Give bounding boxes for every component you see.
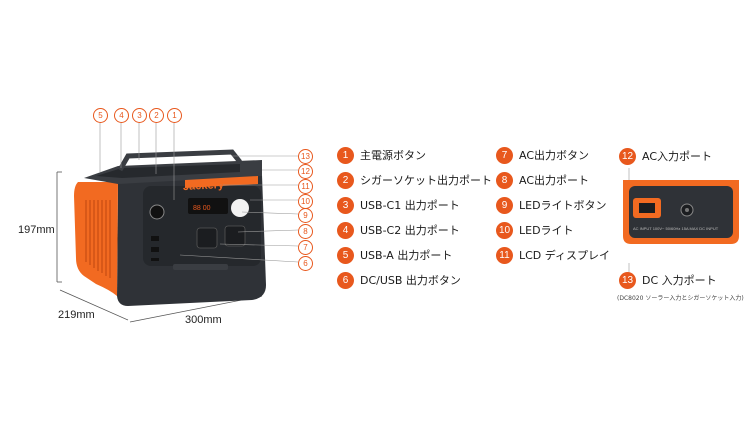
feature-5: 5 USB-A 出力ポート (337, 246, 452, 264)
feature-label: DC/USB 出力ボタン (360, 274, 461, 287)
callout-12: 12 (298, 164, 313, 179)
height-dimension: 197mm (18, 224, 55, 236)
feature-4: 4 USB-C2 出力ポート (337, 221, 460, 239)
brand-logo: Jackery (182, 178, 225, 194)
callout-5: 5 (93, 108, 108, 123)
callout-10: 10 (298, 194, 313, 209)
feature-number: 4 (337, 221, 354, 239)
svg-text:AC INPUT 100V~ 50/60Hz 15A MAX: AC INPUT 100V~ 50/60Hz 15A MAX DC INPUT (633, 226, 719, 231)
feature-label: USB-C1 出力ポート (360, 199, 460, 212)
feature-9: 9 LEDライトボタン (496, 196, 607, 214)
feature-number: 7 (496, 146, 513, 164)
width-dimension: 300mm (185, 314, 222, 326)
feature-number: 8 (496, 171, 513, 189)
callout-9: 9 (298, 208, 313, 223)
feature-number: 9 (496, 196, 513, 214)
feature-label: LEDライトボタン (519, 199, 607, 212)
feature-7: 7 AC出力ボタン (496, 146, 589, 164)
feature-number: 10 (496, 221, 513, 239)
feature-number: 6 (337, 271, 354, 289)
feature-label: 主電源ボタン (360, 149, 426, 162)
feature-label: USB-A 出力ポート (360, 249, 453, 262)
feature-label: DC 入力ポート (642, 274, 717, 287)
feature-10: 10 LEDライト (496, 221, 574, 239)
depth-dimension: 219mm (58, 309, 95, 321)
feature-1: 1 主電源ボタン (337, 146, 426, 164)
callout-2: 2 (149, 108, 164, 123)
feature-11: 11 LCD ディスプレイ (496, 246, 610, 264)
feature-6: 6 DC/USB 出力ボタン (337, 271, 461, 289)
feature-number: 13 (619, 271, 636, 289)
feature-8: 8 AC出力ポート (496, 171, 589, 189)
feature-label: USB-C2 出力ポート (360, 224, 460, 237)
feature-3: 3 USB-C1 出力ポート (337, 196, 460, 214)
feature-2: 2 シガーソケット出力ポート (337, 171, 492, 189)
callout-11: 11 (298, 179, 313, 194)
feature-label: LCD ディスプレイ (519, 249, 611, 262)
feature-number: 12 (619, 147, 636, 165)
feature-number: 11 (496, 246, 513, 264)
callout-3: 3 (132, 108, 147, 123)
feature-label: シガーソケット出力ポート (360, 174, 492, 187)
callout-4: 4 (114, 108, 129, 123)
feature-number: 5 (337, 246, 354, 264)
power-station-body: 88 00 (74, 149, 266, 306)
callout-7: 7 (298, 240, 313, 255)
feature-label: AC入力ポート (642, 150, 713, 163)
callout-8: 8 (298, 224, 313, 239)
dc-input-note: (DC8020 ソーラー入力とシガーソケット入力) (617, 295, 744, 302)
feature-number: 2 (337, 171, 354, 189)
svg-text:88 00: 88 00 (193, 205, 211, 212)
callout-13: 13 (298, 149, 313, 164)
callout-leaders (99, 123, 299, 263)
callout-1: 1 (167, 108, 182, 123)
callout-6: 6 (298, 256, 313, 271)
feature-12: 12 AC入力ポート (619, 147, 712, 165)
feature-label: AC出力ポート (519, 174, 590, 187)
feature-number: 1 (337, 146, 354, 164)
feature-label: LEDライト (519, 224, 574, 237)
feature-13: 13 DC 入力ポート (619, 271, 717, 289)
feature-label: AC出力ボタン (519, 149, 590, 162)
side-port-closeup: AC INPUT 100V~ 50/60Hz 15A MAX DC INPUT (623, 168, 739, 280)
feature-number: 3 (337, 196, 354, 214)
